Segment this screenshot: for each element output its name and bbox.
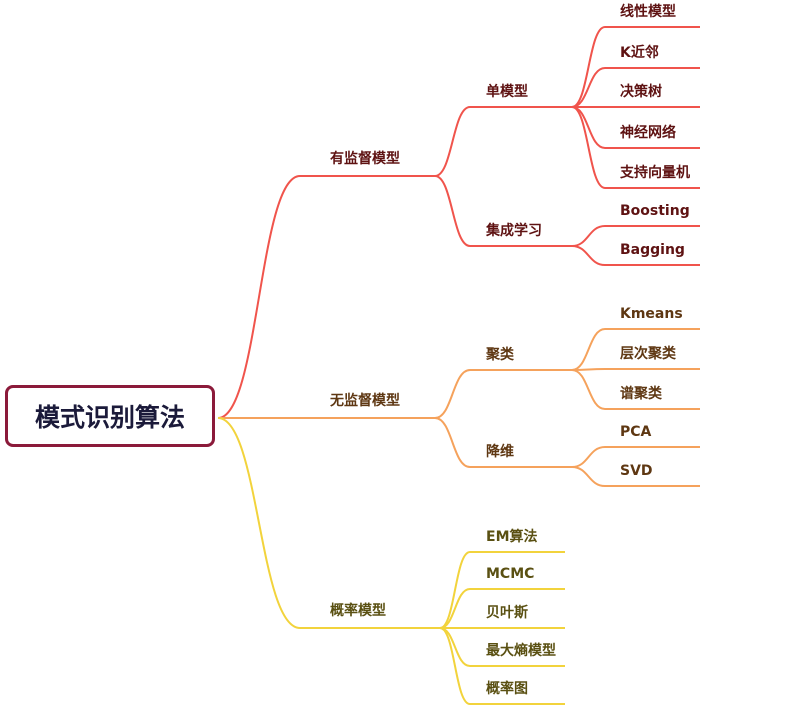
leaf-label[interactable]: 支持向量机 [619,164,690,181]
leaf-line [571,446,700,468]
leaf-label[interactable]: 最大熵模型 [486,642,556,659]
leaf-label[interactable]: 决策树 [620,83,662,100]
leaf-label[interactable]: EM算法 [486,528,538,545]
leaf-line [571,368,700,371]
leaf-label[interactable]: MCMC [486,566,534,582]
leaf-label[interactable]: 谱聚类 [620,385,663,402]
subbranch-line [434,175,572,247]
subbranch-label[interactable]: 降维 [486,443,514,460]
subbranch-label[interactable]: 单模型 [486,83,528,100]
leaf-label[interactable]: PCA [620,424,652,440]
leaf-label[interactable]: 概率图 [486,680,528,697]
leaf-label[interactable]: 神经网络 [620,124,676,141]
leaf-line [439,551,565,629]
leaf-line [439,588,565,629]
leaf-line [571,67,700,108]
leaf-line [439,627,565,705]
subbranch-label[interactable]: 集成学习 [485,222,542,239]
root-node[interactable]: 模式识别算法 [5,385,215,447]
leaf-label[interactable]: 层次聚类 [620,345,677,362]
leaf-line [571,225,700,247]
leaf-label[interactable]: Boosting [620,203,690,219]
branch-label[interactable]: 有监督模型 [330,150,400,167]
root-label: 模式识别算法 [34,403,185,432]
subbranch-label[interactable]: 聚类 [485,346,515,363]
branch-label[interactable]: 概率模型 [330,602,386,619]
leaf-label[interactable]: SVD [620,463,653,479]
subbranch-line [434,106,572,177]
branch-label[interactable]: 无监督模型 [329,392,400,409]
leaf-label[interactable]: Kmeans [620,306,683,322]
subbranch-line [434,417,572,468]
leaf-label[interactable]: Bagging [620,242,685,258]
leaf-label[interactable]: 线性模型 [620,3,676,20]
leaf-line [571,106,700,189]
leaf-line [571,245,700,266]
leaf-line [571,26,700,108]
subbranch-line [434,369,572,419]
leaf-label[interactable]: K近邻 [620,44,659,61]
leaf-label[interactable]: 贝叶斯 [486,604,528,621]
leaf-line [571,328,700,371]
leaf-line [571,369,700,410]
branch-line [217,417,440,629]
branch-line [217,175,435,419]
leaf-line [571,466,700,487]
